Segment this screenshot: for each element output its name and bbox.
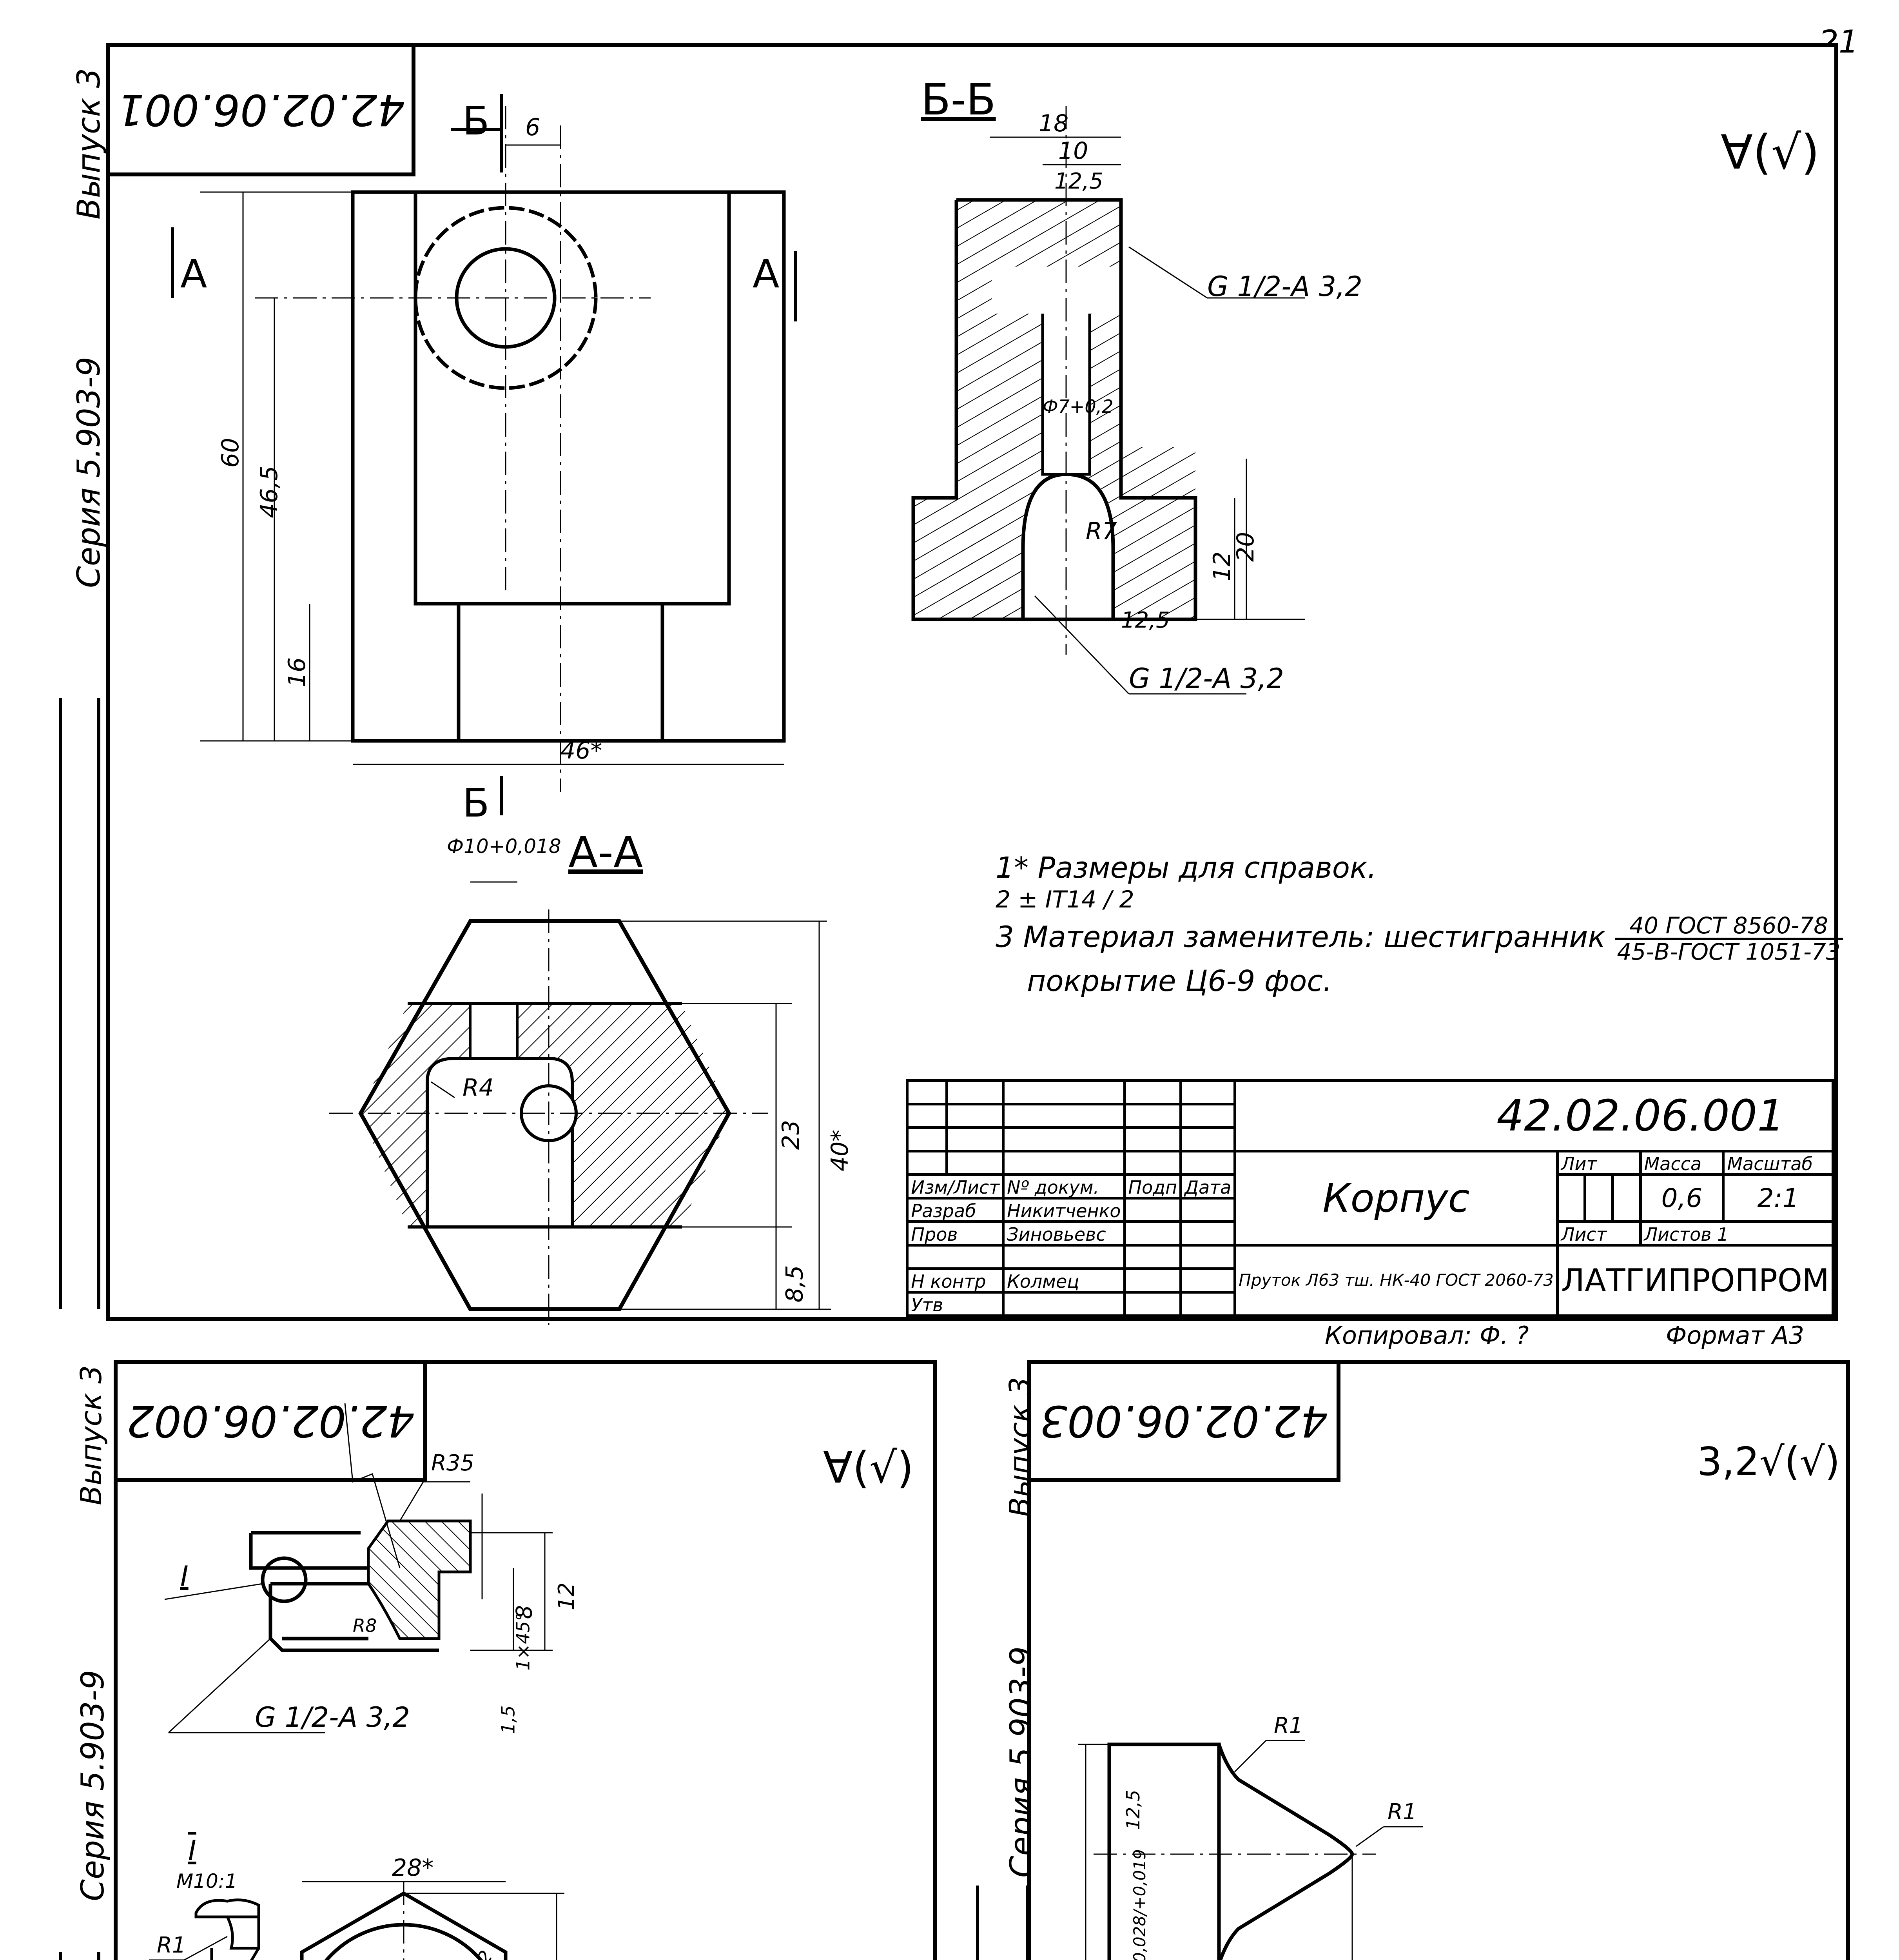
section-bb-title: Б-Б bbox=[921, 74, 996, 125]
note-1: 1* Размеры для справок. bbox=[996, 851, 1377, 885]
material-fraction: 40 ГОСТ 8560-78 45-В-ГОСТ 1051-73 bbox=[1614, 913, 1843, 965]
dim-r1-top: R1 bbox=[1274, 1713, 1303, 1739]
corner-code-box: 42.02.06.002 bbox=[118, 1364, 427, 1482]
dim-6: 6 bbox=[525, 114, 540, 141]
roughness-12-5: 12,5 bbox=[1123, 1789, 1144, 1830]
dim-10: 10 bbox=[1058, 137, 1088, 165]
role-utv: Утв bbox=[906, 1291, 1005, 1317]
hdr-doc-no: Nº докум. bbox=[1002, 1173, 1126, 1200]
section-aa-drawing bbox=[329, 881, 831, 1325]
dim-60: 60 bbox=[217, 437, 245, 468]
dim-phi10: Ф10+0,028/+0,019 bbox=[1130, 1849, 1149, 1960]
note-3: 3 Материал заменитель: шестигранник 40 Г… bbox=[996, 913, 1843, 965]
scale-value: 2:1 bbox=[1722, 1173, 1834, 1223]
section-mark-b-top: Б bbox=[463, 98, 490, 144]
part-name: Корпус bbox=[1233, 1150, 1559, 1247]
dim-r7: R7 bbox=[1086, 517, 1117, 545]
roughness-mark: 3,2√(√) bbox=[1697, 1439, 1840, 1485]
detail-label: I bbox=[188, 1835, 196, 1867]
scale-label: Масштаб bbox=[1722, 1150, 1834, 1176]
note-3-text: 3 Материал заменитель: шестигранник bbox=[996, 920, 1606, 954]
copied-by: Копировал: Ф. ? bbox=[1325, 1321, 1529, 1350]
dim-28-star: 28* bbox=[392, 1854, 434, 1882]
detail-r1: R1 bbox=[157, 1933, 186, 1958]
left-side-strip-2 bbox=[59, 1952, 100, 1960]
section-mark-a-left: А bbox=[180, 251, 207, 297]
roughness-12-5-bottom: 12,5 bbox=[1121, 608, 1170, 633]
mass-value: 0,6 bbox=[1639, 1173, 1725, 1223]
sheet-korpus: 42.02.06.001 ∀(√) bbox=[106, 43, 1843, 1325]
dim-1-5: 1,5 bbox=[497, 1705, 519, 1734]
role-razrab: Разраб bbox=[906, 1197, 1005, 1223]
detail-callout: I bbox=[180, 1560, 189, 1592]
roughness-mark: ∀(√) bbox=[1721, 125, 1820, 180]
material-cell: Пруток Л63 тш. НК-40 ГОСТ 2060-73 bbox=[1233, 1244, 1559, 1317]
section-aa-title: А-А bbox=[568, 827, 643, 877]
sheet-dozator: 42.02.06.002 ∀(√) bbox=[114, 1360, 937, 1960]
hdr-izm-list: Изм/Лист bbox=[906, 1173, 1005, 1200]
dozator-section-drawing bbox=[164, 1403, 553, 1733]
section-bb-drawing bbox=[911, 106, 1305, 695]
roughness-mark: ∀(√) bbox=[823, 1443, 914, 1493]
note-2: 2 ± IT14 / 2 bbox=[996, 886, 1134, 913]
dim-phi10: Ф10+0,018 bbox=[447, 835, 561, 858]
role-nkontr: Н контр bbox=[906, 1267, 1005, 1294]
dim-12: 12 bbox=[554, 1582, 580, 1611]
lit-label: Лит bbox=[1556, 1150, 1642, 1176]
name-nkontr: Колмец bbox=[1002, 1267, 1126, 1294]
dim-18: 18 bbox=[1039, 110, 1069, 137]
material-fraction-num: 40 ГОСТ 8560-78 bbox=[1614, 913, 1843, 940]
dim-r4: R4 bbox=[463, 1074, 494, 1102]
sheet-label: Лист bbox=[1556, 1220, 1642, 1247]
corner-code-box: 42.02.06.003 bbox=[1031, 1364, 1340, 1482]
sheet-shtift: 42.02.06.003 3,2√(√) R1 R1 12,5 Ф10+0,02… bbox=[1027, 1360, 1850, 1960]
dim-46-5: 46,5 bbox=[255, 466, 283, 518]
dim-phi7: Ф7+0,2 bbox=[1043, 396, 1114, 417]
thread-bottom: G 1/2-A 3,2 bbox=[1129, 662, 1284, 695]
thread-label: G 1/2-A 3,2 bbox=[255, 1701, 410, 1733]
front-view-drawing bbox=[171, 94, 797, 815]
series-label-2: Серия 5.903-9 bbox=[74, 1670, 111, 1901]
left-side-strip bbox=[59, 698, 100, 1309]
series-label: Серия 5.903-9 bbox=[71, 356, 107, 588]
section-mark-b-bottom: Б bbox=[463, 780, 490, 826]
detail-drawing bbox=[149, 1898, 260, 1960]
dim-8-5: 8,5 bbox=[781, 1265, 809, 1303]
thread-top: G 1/2-A 3,2 bbox=[1207, 270, 1362, 303]
dim-r8: R8 bbox=[353, 1615, 377, 1636]
dim-r35: R35 bbox=[431, 1450, 475, 1476]
left-side-strip-3 bbox=[976, 1886, 1029, 1960]
corner-code-box: 42.02.06.001 bbox=[110, 47, 415, 176]
hdr-sign: Подп bbox=[1123, 1173, 1183, 1200]
hdr-date: Дата bbox=[1179, 1173, 1237, 1200]
roughness-12-5-top: 12,5 bbox=[1054, 169, 1103, 194]
organization: ЛАТГИПРОПРОМ bbox=[1556, 1244, 1835, 1317]
dim-40-star: 40* bbox=[826, 1129, 854, 1172]
hex-view-drawing bbox=[300, 1881, 564, 1960]
issue-label: Выпуск 3 bbox=[71, 68, 107, 220]
sheets-label: Листов 1 bbox=[1639, 1220, 1835, 1247]
pin-drawing bbox=[1078, 1740, 1423, 1960]
notes-block: 1* Размеры для справок. 2 ± IT14 / 2 3 М… bbox=[996, 851, 1843, 998]
role-prov: Пров bbox=[906, 1220, 1005, 1247]
name-razrab: Никитченко bbox=[1002, 1197, 1126, 1223]
detail-scale: М10:1 bbox=[176, 1870, 238, 1893]
format-label: Формат А3 bbox=[1666, 1321, 1805, 1350]
mass-label: Масса bbox=[1639, 1150, 1725, 1176]
dim-23: 23 bbox=[777, 1120, 805, 1150]
dim-16: 16 bbox=[283, 657, 311, 688]
dim-r1-tip: R1 bbox=[1388, 1799, 1417, 1825]
doc-number: 42.02.06.001 bbox=[1233, 1079, 1834, 1152]
dim-46-star: 46* bbox=[560, 737, 602, 764]
issue-label-2: Выпуск 3 bbox=[74, 1365, 108, 1505]
material-fraction-den: 45-В-ГОСТ 1051-73 bbox=[1617, 938, 1841, 965]
dim-20: 20 bbox=[1232, 532, 1260, 562]
note-4: покрытие Ц6-9 фос. bbox=[1027, 964, 1332, 998]
section-mark-a-right: А bbox=[753, 251, 780, 297]
name-prov: Зиновьевс bbox=[1002, 1220, 1126, 1247]
dim-chamfer: 1×45° bbox=[512, 1612, 534, 1671]
